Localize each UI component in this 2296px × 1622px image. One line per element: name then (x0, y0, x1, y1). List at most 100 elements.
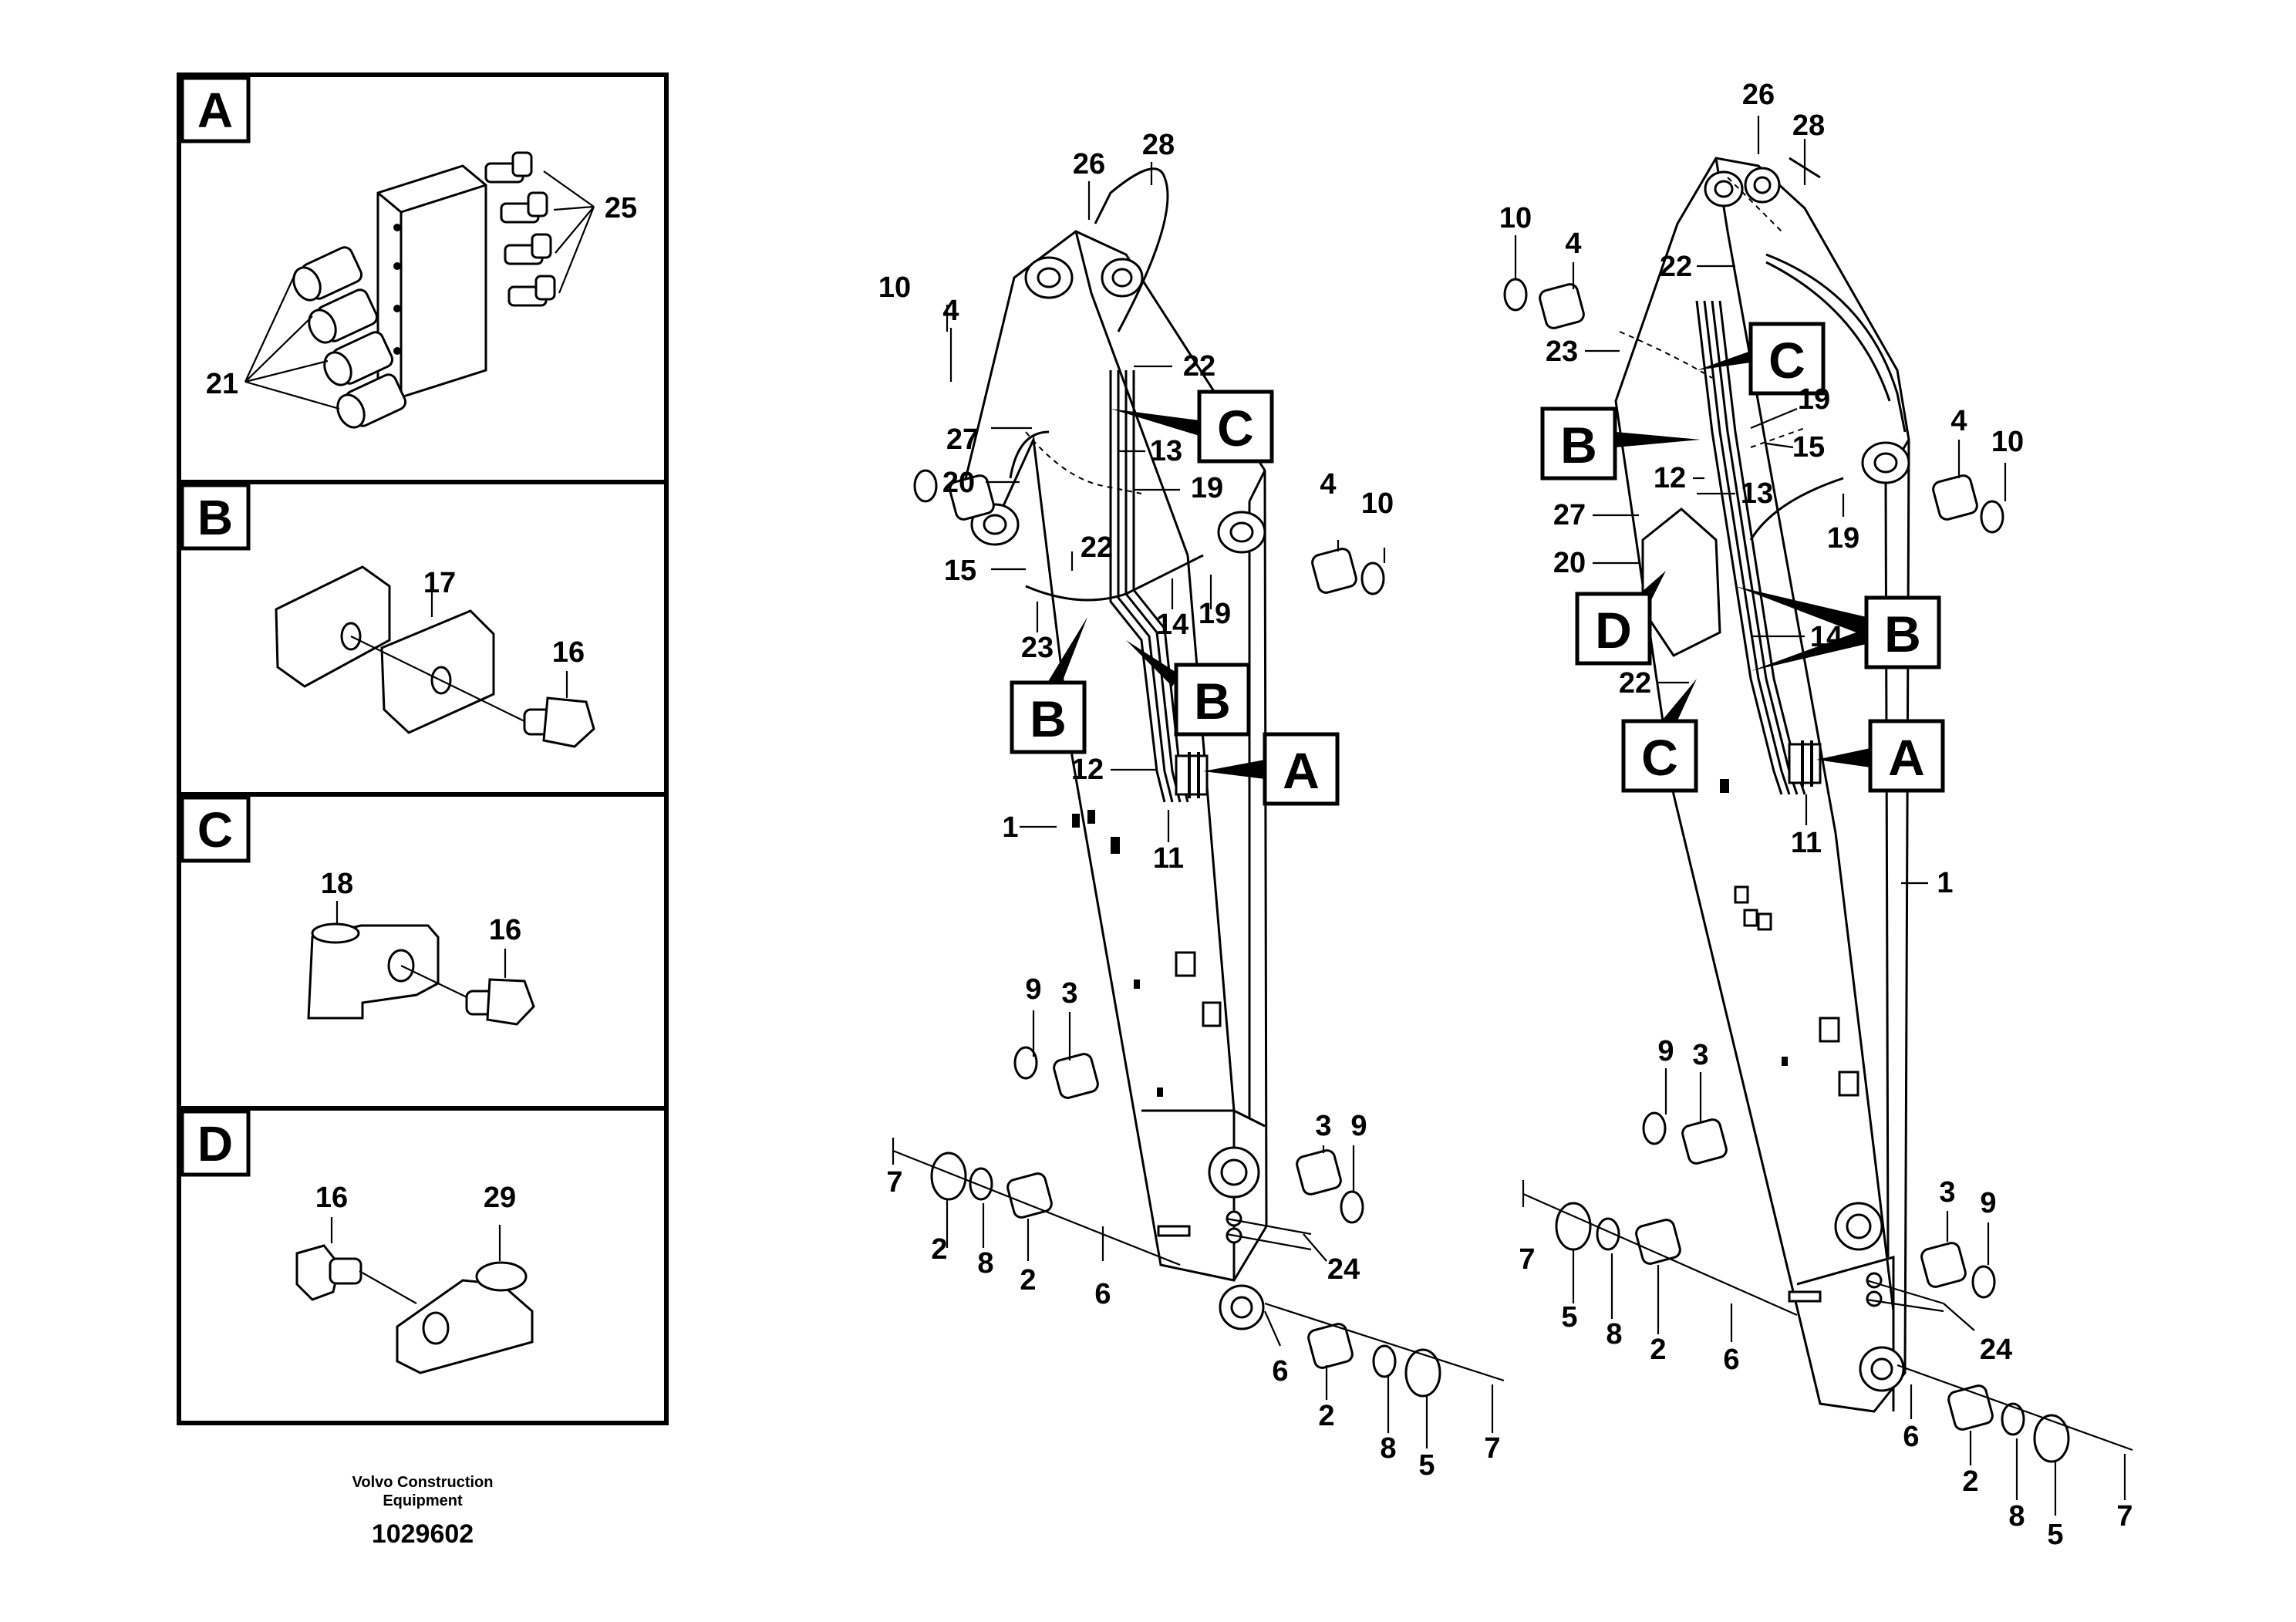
right-boom-leaders (1514, 116, 2126, 1516)
panel-c: C 18 16 (180, 795, 535, 1026)
panel-d-letter: D (197, 1116, 233, 1172)
right-callout-8a: 8 (1606, 1318, 1622, 1351)
panel-c-letter: C (197, 802, 233, 858)
panel-b-letter: B (197, 490, 233, 545)
right-box-a: A (1888, 729, 1925, 786)
right-callout-10b: 10 (1991, 426, 2024, 458)
right-callout-4b: 4 (1950, 405, 1967, 437)
left-callout-10b: 10 (1361, 487, 1394, 520)
left-callout-1: 1 (1002, 811, 1018, 844)
right-callout-22a: 22 (1660, 251, 1692, 283)
callout-d-29: 29 (484, 1182, 516, 1214)
clamp-18 (307, 901, 479, 1020)
left-callout-5: 5 (1418, 1449, 1435, 1482)
left-callout-2c: 2 (1318, 1400, 1334, 1432)
right-callout-19b: 19 (1827, 522, 1859, 555)
right-callout-2a: 2 (1650, 1334, 1666, 1366)
detail-panels: A (177, 73, 669, 1425)
right-boom-hoses (1619, 157, 1907, 795)
bolt-16-d (295, 1217, 417, 1304)
left-callout-19a: 19 (1191, 472, 1223, 504)
bolt-16-b (430, 590, 595, 748)
leaders-a (244, 170, 595, 410)
elbow-fittings-25 (484, 151, 556, 307)
left-callout-14: 14 (1156, 609, 1188, 641)
left-boom-leaders (946, 162, 1494, 1448)
right-callout-26: 26 (1742, 79, 1775, 111)
right-callout-27: 27 (1553, 499, 1586, 531)
right-boom-callouts: 26 28 10 4 22 23 19 15 12 13 27 20 22 14… (1499, 79, 2133, 1551)
left-callout-3a: 3 (1061, 977, 1077, 1010)
drawing-number: 1029602 (372, 1519, 474, 1549)
left-callout-13: 13 (1150, 435, 1182, 467)
right-box-c1: C (1768, 332, 1805, 389)
left-boom-callouts: 26 28 10 4 22 27 13 20 19 15 22 23 14 19… (878, 129, 1501, 1482)
right-callout-7b: 7 (2116, 1500, 2132, 1533)
right-callout-23: 23 (1546, 336, 1578, 368)
right-callout-6a: 6 (1723, 1344, 1739, 1376)
distribution-block (376, 164, 487, 399)
callout-a-25: 25 (605, 192, 637, 224)
right-callout-9b: 9 (1980, 1187, 1996, 1219)
right-box-b1: B (1560, 416, 1597, 474)
right-callout-28: 28 (1792, 110, 1825, 142)
left-callout-24: 24 (1327, 1253, 1360, 1286)
left-callout-9b: 9 (1350, 1110, 1367, 1142)
right-boom-pins (1503, 278, 2133, 1463)
panel-a-letter: A (197, 83, 233, 138)
left-callout-9a: 9 (1025, 973, 1041, 1006)
left-callout-27: 27 (946, 423, 979, 456)
left-callout-6b: 6 (1272, 1355, 1288, 1388)
right-callout-3b: 3 (1939, 1176, 1955, 1209)
left-callout-11: 11 (1153, 842, 1184, 875)
left-callout-15: 15 (944, 555, 976, 587)
right-callout-12: 12 (1654, 462, 1686, 494)
right-box-b2: B (1884, 605, 1921, 663)
left-box-b1: B (1030, 690, 1067, 747)
left-box-b2: B (1194, 673, 1231, 730)
left-callout-4: 4 (942, 295, 959, 327)
right-callout-5b: 5 (2047, 1519, 2063, 1551)
left-boom-boxes: C B B A (1010, 389, 1340, 806)
right-callout-14: 14 (1810, 621, 1843, 653)
left-box-a: A (1283, 742, 1320, 799)
right-boom-body (1614, 157, 1910, 1413)
right-callout-3a: 3 (1692, 1039, 1708, 1071)
left-callout-2b: 2 (1020, 1264, 1036, 1297)
right-callout-20: 20 (1553, 547, 1586, 579)
left-callout-26: 26 (1073, 148, 1105, 180)
right-callout-11: 11 (1791, 827, 1822, 859)
left-callout-20: 20 (942, 467, 975, 499)
right-callout-7a: 7 (1519, 1243, 1535, 1276)
bolt-16-c (465, 949, 535, 1026)
left-boom-hoses (1009, 167, 1209, 803)
right-callout-5a: 5 (1561, 1301, 1577, 1334)
left-callout-2a: 2 (931, 1233, 947, 1266)
right-box-c2: C (1641, 729, 1678, 786)
left-callout-8a: 8 (977, 1247, 993, 1280)
left-callout-28: 28 (1142, 129, 1175, 161)
panel-b: B 17 16 (180, 483, 595, 748)
left-callout-22a: 22 (1183, 350, 1215, 383)
right-callout-15: 15 (1792, 431, 1825, 464)
callout-b-16: 16 (552, 636, 585, 669)
callout-a-21: 21 (206, 368, 238, 400)
maker-line-1: Volvo Construction (352, 1474, 494, 1491)
left-callout-10: 10 (878, 271, 911, 304)
left-callout-23: 23 (1021, 632, 1054, 664)
right-callout-1: 1 (1937, 867, 1953, 899)
left-box-c: C (1217, 400, 1254, 457)
left-callout-7b: 7 (1484, 1432, 1500, 1465)
right-callout-10a: 10 (1499, 202, 1532, 234)
left-callout-3b: 3 (1315, 1110, 1331, 1142)
right-callout-8b: 8 (2008, 1500, 2025, 1533)
callout-c-18: 18 (321, 868, 353, 900)
right-boom: C B D C B A (1499, 79, 2133, 1551)
drawing-footer: Volvo Construction Equipment 1029602 (352, 1474, 494, 1549)
left-callout-8b: 8 (1380, 1432, 1396, 1465)
right-callout-4a: 4 (1565, 228, 1581, 260)
left-callout-7a: 7 (886, 1166, 902, 1199)
left-boom: C B B A (878, 129, 1505, 1482)
maker-line-2: Equipment (383, 1492, 463, 1509)
right-boom-boxes: C B D C B A (1540, 322, 1945, 793)
